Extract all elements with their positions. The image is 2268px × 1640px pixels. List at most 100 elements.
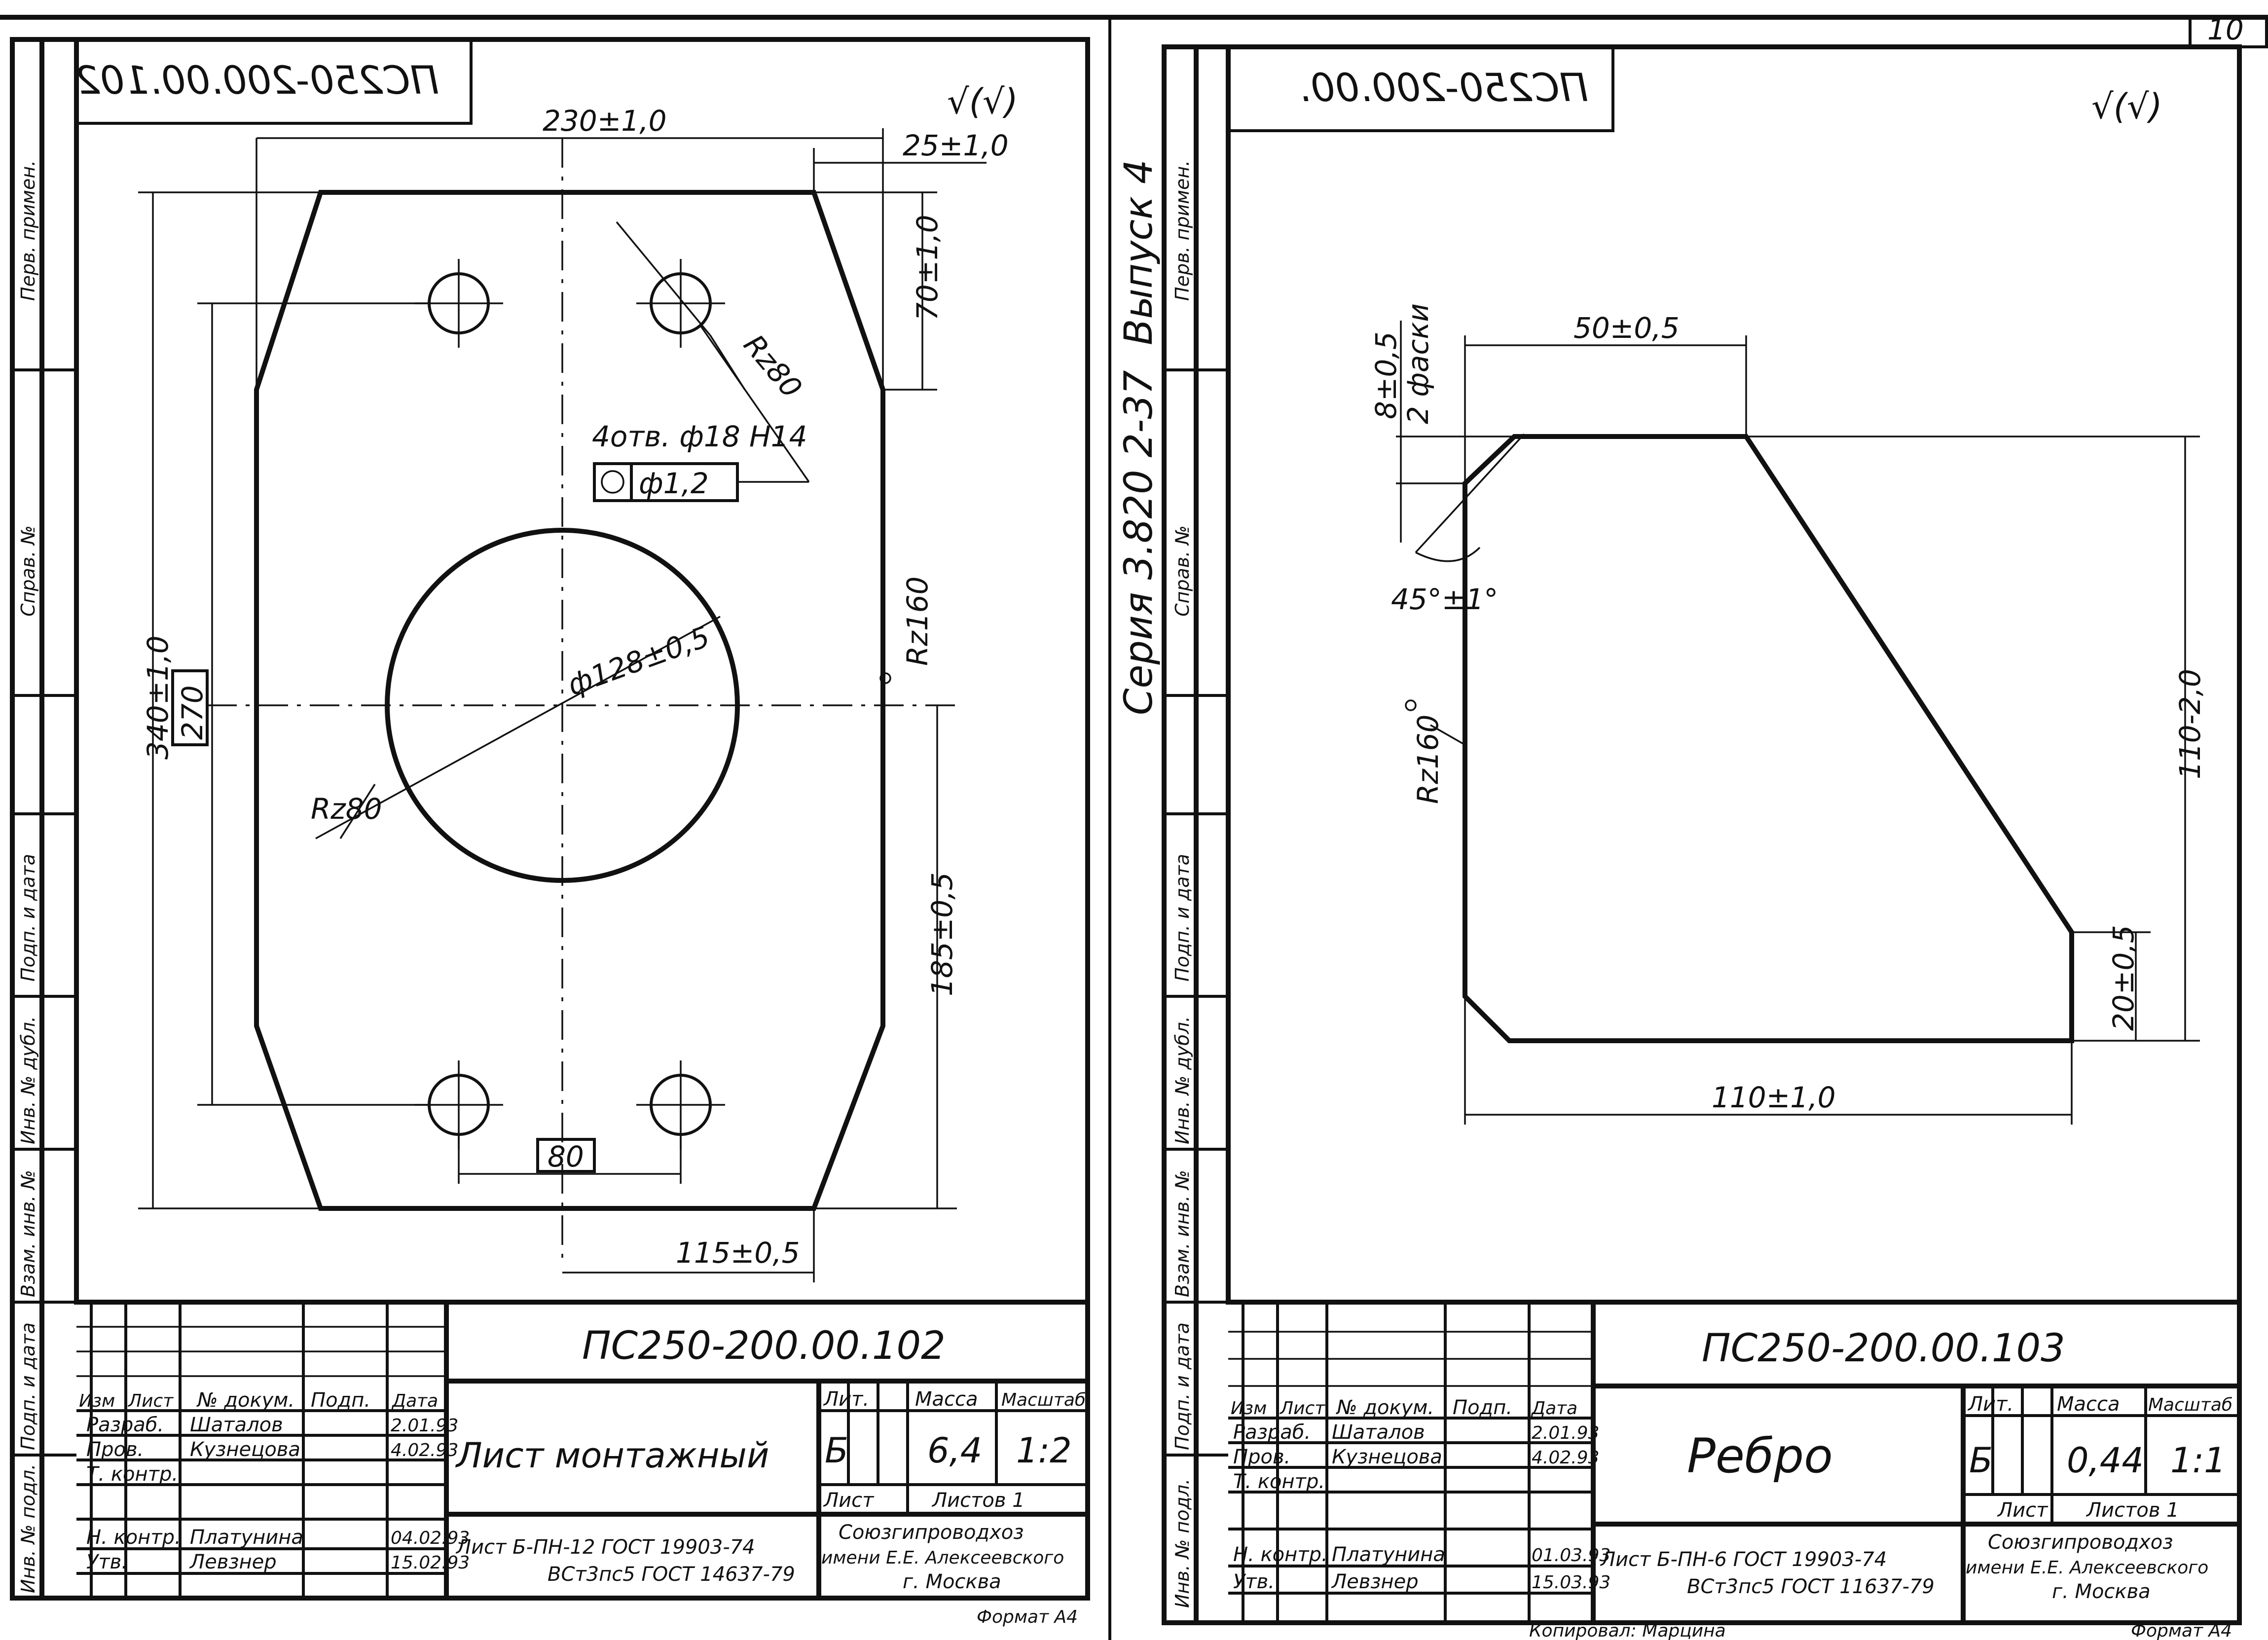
r-tb-izm: Изм [1231, 1398, 1267, 1419]
dim-25: 25±1,0 [903, 129, 1009, 162]
r-dim-110v: 110-2,0 [2173, 669, 2207, 779]
right-lit-header: Лит. [1967, 1393, 2013, 1416]
r-tb-doc: № докум. [1336, 1396, 1434, 1419]
tb-data: Дата [391, 1391, 438, 1411]
left-sheet: Перв. примен. Справ. № Подп. и дата Инв.… [10, 37, 1090, 1627]
r-side-label-podp: Подп. и дата [1171, 854, 1193, 982]
side-label-podp-2: Подп. и дата [17, 1322, 39, 1450]
side-label-podp: Подп. и дата [17, 854, 39, 982]
right-format: Формат А4 [2131, 1621, 2232, 1640]
r-tb-name-prov: Кузнецова [1332, 1446, 1442, 1468]
r-side-label-podp-2: Подп. и дата [1171, 1322, 1193, 1450]
right-mass: 0,44 [2067, 1440, 2144, 1481]
r-dim-angle: 45°±1° [1391, 583, 1498, 616]
rib-outline [1463, 434, 2074, 1043]
left-mass: 6,4 [927, 1430, 982, 1471]
r-dim-ch2: 2 фаски [1401, 303, 1435, 424]
dim-rz80-bottom: Rz80 [311, 792, 382, 826]
left-org-3: г. Москва [903, 1570, 1001, 1593]
page-number: 10 [2207, 13, 2244, 46]
r-tb-list: Лист [1279, 1398, 1325, 1419]
dim-rz160: Rz160 [901, 577, 934, 666]
copied-by: Копировал: Марцина [1529, 1621, 1726, 1640]
r-tb-role-utv: Утв. [1233, 1570, 1275, 1593]
r-tb-date-1: 2.01.93 [1532, 1423, 1599, 1443]
tb-date-4: 15.02.93 [391, 1553, 470, 1573]
r-side-label-vzam: Взам. инв. № [1171, 1170, 1193, 1297]
r-dim-110h: 110±1,0 [1712, 1081, 1836, 1114]
tb-role-prov: Пров. [86, 1438, 144, 1461]
right-drawing-code: ПС250-200.00.103 [1702, 1326, 2065, 1371]
left-scale-header: Масштаб [1001, 1390, 1086, 1410]
tb-role-nkontr: Н. контр. [86, 1526, 181, 1549]
side-label-dubl: Инв. № дубл. [17, 1016, 39, 1144]
r-side-label-perv: Перв. примен. [1171, 160, 1193, 301]
r-dim-ch8: 8±0,5 [1369, 331, 1403, 419]
pos-tolerance: ф1,2 [639, 467, 709, 500]
left-format: Формат А4 [977, 1607, 1078, 1627]
dim-circle: ф128±0,5 [563, 620, 714, 702]
note-holes: 4отв. ф18 Н14 [592, 420, 807, 453]
r-tb-date-3: 01.03.93 [1532, 1545, 1610, 1566]
r-side-label-inv-podl: Инв. № подл. [1171, 1479, 1193, 1608]
dim-270: 270 [176, 685, 209, 740]
r-dim-50: 50±0,5 [1573, 311, 1680, 345]
tb-name-prov: Кузнецова [190, 1438, 300, 1461]
right-mass-header: Масса [2057, 1393, 2120, 1416]
left-mass-header: Масса [915, 1388, 978, 1411]
left-material-2: ВСт3пс5 ГОСТ 14637-79 [548, 1563, 795, 1586]
side-label-perv: Перв. примен. [17, 160, 39, 301]
left-org-2: имени Е.Е. Алексеевского [821, 1548, 1064, 1568]
r-tb-name-razrab: Шаталов [1332, 1421, 1425, 1444]
right-part-title: Ребро [1687, 1428, 1833, 1484]
right-listov: Листов 1 [2085, 1499, 2179, 1522]
left-scale: 1:2 [1016, 1430, 1072, 1471]
left-list-label: Лист [823, 1489, 875, 1512]
right-list-label: Лист [1997, 1499, 2049, 1522]
dim-340: 340±1,0 [141, 635, 175, 760]
tb-name-utv: Левзнер [189, 1551, 277, 1573]
tb-name-nkontr: Платунина [190, 1526, 303, 1549]
side-label-sprav: Справ. № [17, 525, 39, 617]
right-org-2: имени Е.Е. Алексеевского [1966, 1558, 2208, 1578]
left-lit: Б [825, 1430, 848, 1471]
r-tb-role-razrab: Разраб. [1233, 1421, 1311, 1444]
dim-70: 70±1,0 [911, 215, 944, 321]
left-part-title: Лист монтажный [455, 1435, 769, 1476]
r-tb-date-4: 15.03.93 [1532, 1572, 1610, 1593]
roughness-mark: √(√) [947, 81, 1018, 122]
tb-name-razrab: Шаталов [190, 1414, 283, 1436]
left-title-block: Изм Лист № докум. Подп. Дата Разраб. Шат… [76, 1300, 1088, 1627]
side-label-vzam: Взам. инв. № [17, 1170, 39, 1297]
right-org-1: Союзгипроводхоз [1988, 1531, 2173, 1554]
global-frame: 10 [0, 13, 2268, 1640]
r-tb-data: Дата [1531, 1398, 1577, 1419]
right-scale: 1:1 [2170, 1440, 2226, 1481]
r-tb-role-nkontr: Н. контр. [1233, 1543, 1328, 1566]
left-listov: Листов 1 [931, 1489, 1025, 1512]
r-tb-name-utv: Левзнер [1331, 1570, 1419, 1593]
plate-outline [254, 190, 885, 1211]
issue-label: Выпуск 4 [1117, 159, 1161, 345]
r-tb-role-prov: Пров. [1233, 1446, 1290, 1468]
dim-115: 115±0,5 [676, 1236, 800, 1270]
right-org-3: г. Москва [2052, 1580, 2151, 1603]
tb-podp: Подп. [311, 1389, 370, 1412]
r-tb-date-2: 4.02.93 [1532, 1448, 1599, 1468]
tb-date-2: 4.02.93 [391, 1440, 458, 1460]
mirrored-code: ПС250-200.00.102 [75, 59, 439, 103]
tb-role-utv: Утв. [86, 1551, 128, 1573]
left-org-1: Союзгипроводхоз [839, 1521, 1024, 1544]
right-title-block: Изм Лист № докум. Подп. Дата Разраб. Шат… [1228, 1300, 2239, 1623]
left-material-1: Лист Б-ПН-12 ГОСТ 19903-74 [455, 1536, 755, 1559]
r-dim-20: 20±0,5 [2107, 925, 2140, 1031]
r-roughness-mark: √(√) [2091, 86, 2162, 127]
tb-izm: Изм [79, 1391, 115, 1411]
tb-role-razrab: Разраб. [86, 1414, 164, 1436]
right-sheet: Перв. примен. Справ. № Подп. и дата Инв.… [1117, 44, 2242, 1640]
r-tb-name-nkontr: Платунина [1332, 1543, 1445, 1566]
tb-doc: № докум. [196, 1389, 294, 1412]
r-tb-podp: Подп. [1453, 1396, 1512, 1419]
left-drawing-code: ПС250-200.00.102 [582, 1324, 946, 1368]
tb-date-3: 04.02.93 [391, 1528, 470, 1548]
